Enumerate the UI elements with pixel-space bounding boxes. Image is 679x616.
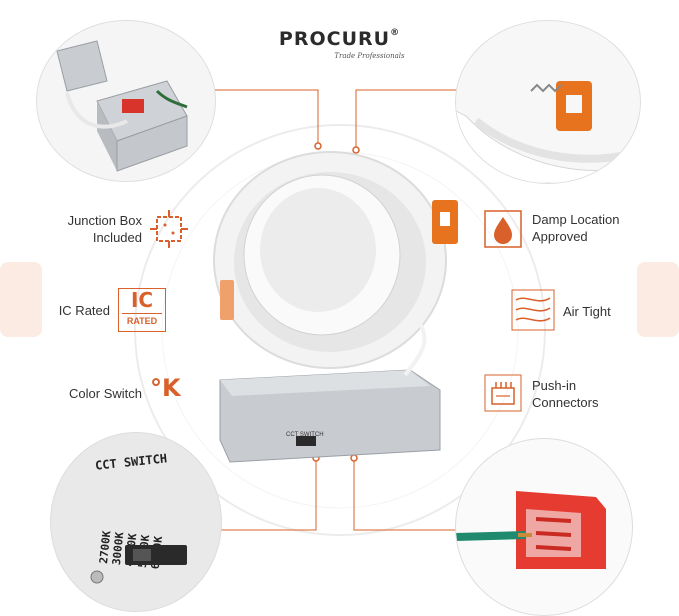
spring-clip-photo xyxy=(455,20,641,184)
push-in-label: Push-in Connectors xyxy=(532,378,599,410)
brand-tagline: Trade Professionals xyxy=(334,52,405,60)
damp-location-label: Damp Location Approved xyxy=(532,212,620,244)
kelvin-icon: °K xyxy=(150,374,181,402)
registered-mark: ® xyxy=(390,28,401,38)
color-switch-label: Color Switch xyxy=(69,386,142,401)
cct-slider-switch xyxy=(125,545,187,565)
air-tight-label: Air Tight xyxy=(563,304,611,319)
brand-logo: PROCURU® Trade Professionals xyxy=(0,28,679,60)
water-drop-icon xyxy=(484,210,522,248)
cct-switch-label: CCT SWITCH xyxy=(286,432,324,438)
ic-rated-label: IC Rated xyxy=(58,303,110,318)
junction-box-icon xyxy=(150,210,188,248)
ic-badge-bottom: RATED xyxy=(122,313,162,326)
product-image xyxy=(213,151,458,463)
screw-icon xyxy=(90,570,104,584)
connector-icon xyxy=(484,374,522,412)
cct-switch-photo: CCT SWITCH 2700K 3000K 4000K 5000K 6000K xyxy=(50,432,222,612)
ic-rated-badge: IC RATED xyxy=(118,288,166,332)
air-tight-icon xyxy=(510,288,556,332)
brand-name: PROCURU xyxy=(278,28,391,50)
junction-box-photo xyxy=(36,20,216,182)
cct-switch-title: CCT SWITCH xyxy=(94,451,168,473)
push-in-connector-photo xyxy=(455,438,633,616)
junction-box-label: Junction Box Included xyxy=(67,213,142,245)
ic-badge-top: IC xyxy=(130,288,154,312)
